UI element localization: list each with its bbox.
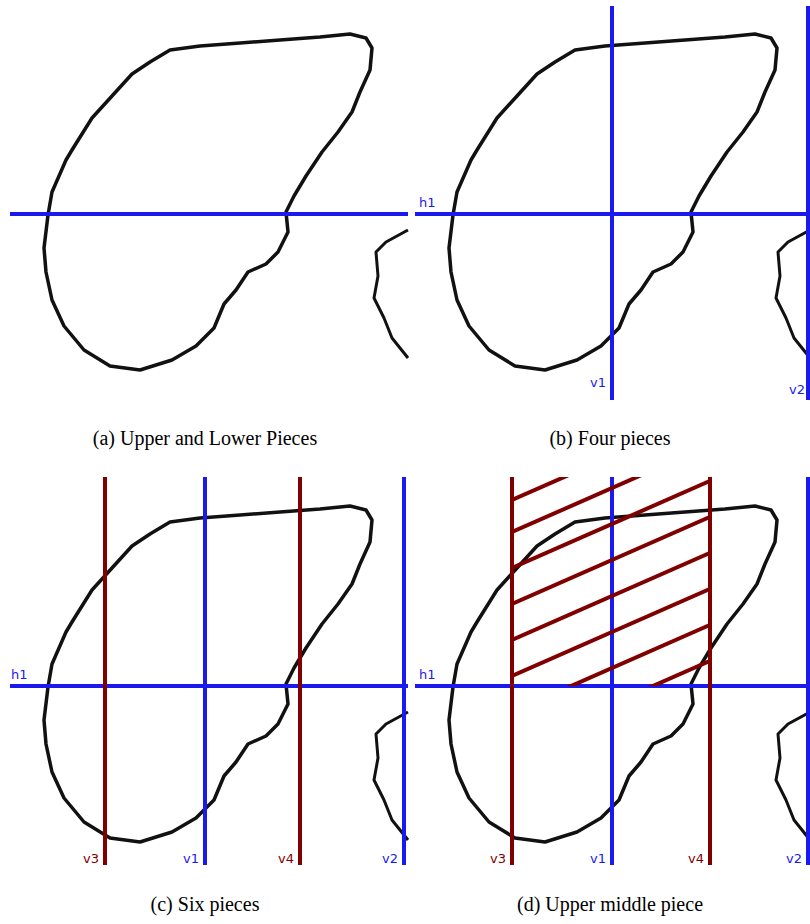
- cut-line: [103, 477, 107, 865]
- line-label: v2: [788, 383, 806, 397]
- liver-outline: [44, 34, 372, 370]
- cut-line: [610, 6, 614, 400]
- line-label: v1: [589, 852, 607, 866]
- line-label: v3: [82, 852, 100, 866]
- liver-outline: [44, 506, 372, 842]
- panel-b: [415, 6, 810, 400]
- cut-line: [610, 477, 614, 865]
- cut-line: [806, 477, 810, 865]
- cut-line: [203, 477, 207, 865]
- line-label: v4: [277, 852, 295, 866]
- kidney-outline: [374, 230, 408, 358]
- cut-line: [806, 6, 810, 400]
- panel-caption: (c) Six pieces: [151, 893, 260, 915]
- kidney-outline: [776, 712, 810, 840]
- line-label: h1: [418, 196, 437, 210]
- panel-c: [10, 477, 408, 865]
- line-label: h1: [418, 668, 437, 682]
- cut-line: [510, 477, 514, 865]
- line-label: v2: [381, 852, 399, 866]
- line-label: v1: [182, 852, 200, 866]
- panel-d: [415, 412, 810, 865]
- line-label: v2: [785, 852, 803, 866]
- cut-line: [708, 477, 712, 865]
- panel-a: [10, 34, 408, 370]
- cut-line: [10, 684, 408, 688]
- hatching: [512, 477, 710, 686]
- line-label: h1: [10, 668, 29, 682]
- cut-line: [10, 212, 408, 216]
- cut-line: [298, 477, 302, 865]
- line-label: v1: [589, 376, 607, 390]
- cut-line: [402, 477, 406, 865]
- line-label: v3: [489, 852, 507, 866]
- kidney-outline: [776, 230, 810, 358]
- panel-caption: (d) Upper middle piece: [517, 893, 703, 915]
- panel-caption: (b) Four pieces: [549, 427, 670, 449]
- line-label: v4: [687, 852, 705, 866]
- panel-caption: (a) Upper and Lower Pieces: [93, 427, 317, 449]
